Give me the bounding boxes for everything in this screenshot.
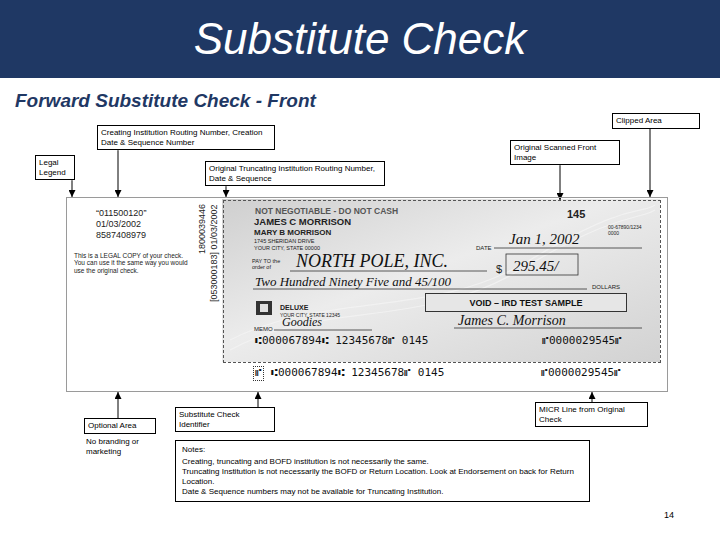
box-text: Creating Institution Routing Number, Cre… bbox=[101, 128, 271, 147]
check-text: NORTH POLE, INC. bbox=[296, 251, 448, 272]
note-text: No branding or marketing bbox=[86, 437, 158, 456]
box-text: Original Truncating Institution Routing … bbox=[209, 164, 381, 183]
check-text: MARY B MORRISON bbox=[254, 228, 331, 237]
box-text: Original Scanned Front Image bbox=[514, 143, 616, 162]
box-text: Truncating Institution is not necessaril… bbox=[182, 467, 583, 487]
callout-box: Substitute Check Identifier bbox=[175, 407, 275, 432]
check-text: 00-67890/1234 0000 bbox=[608, 225, 652, 237]
check-text: ⑆000067894⑆ 12345678⑈ 0145 bbox=[255, 335, 428, 348]
substitute-check: “011500120”01/03/20028587408979This is a… bbox=[66, 197, 668, 392]
leader-arrow bbox=[72, 180, 73, 197]
check-text: ⑈ bbox=[253, 366, 264, 381]
box-text: Notes: bbox=[182, 445, 583, 455]
amount-box bbox=[506, 254, 578, 275]
check-text: DATE bbox=[476, 245, 492, 252]
check-text: 8587408979 bbox=[96, 230, 146, 240]
callout-box: Original Truncating Institution Routing … bbox=[205, 161, 385, 186]
leader-arrow bbox=[226, 186, 227, 197]
box-text: Substitute Check Identifier bbox=[179, 410, 271, 429]
memo-line bbox=[274, 330, 372, 331]
check-text: “011500120” bbox=[96, 208, 146, 218]
check-text: JAMES C MORRISON bbox=[254, 217, 351, 228]
check-text: Jan 1, 2002 bbox=[509, 231, 579, 248]
check-text: NOT NEGOTIABLE - DO NOT CASH bbox=[255, 207, 398, 217]
leader-arrow bbox=[560, 165, 561, 200]
check-text: ⑈0000029545⑈ bbox=[542, 335, 622, 348]
title-band bbox=[0, 0, 720, 78]
box-text: Legal Legend bbox=[39, 158, 71, 177]
original-check-image: NOT NEGOTIABLE - DO NOT CASHJAMES C MORR… bbox=[223, 200, 661, 363]
box-text: Optional Area bbox=[88, 421, 152, 431]
check-text: MEMO bbox=[254, 326, 273, 333]
box-text: Creating, truncating and BOFD institutio… bbox=[182, 457, 583, 467]
bank-logo bbox=[256, 301, 272, 315]
box-text: VOID – IRD TEST SAMPLE bbox=[469, 298, 582, 308]
callout-box: Original Scanned Front Image bbox=[510, 140, 620, 165]
check-text: This is a LEGAL COPY of your check. You … bbox=[74, 252, 194, 274]
check-background bbox=[222, 199, 660, 362]
leader-arrow bbox=[118, 150, 119, 197]
check-text: YOUR CITY, STATE 00000 bbox=[254, 245, 320, 251]
check-text: Goodies bbox=[282, 316, 322, 330]
callout-box: MICR Line from Original Check bbox=[535, 402, 648, 427]
check-text: 1745 SHERIDAN DRIVE bbox=[254, 238, 315, 244]
check-lines bbox=[253, 248, 642, 330]
callout-box: Creating Institution Routing Number, Cre… bbox=[97, 125, 275, 150]
leader-arrow bbox=[118, 392, 119, 418]
check-text: James C. Morrison bbox=[458, 313, 566, 329]
check-text: 295.45/ bbox=[513, 258, 558, 275]
check-text: PAY TO the order of bbox=[252, 258, 288, 271]
check-text: 01/03/2002 bbox=[96, 219, 141, 229]
leader-arrow bbox=[258, 392, 259, 407]
subtitle: Forward Substitute Check - Front bbox=[15, 90, 316, 113]
leader-arrow bbox=[650, 129, 651, 197]
box-text: Clipped Area bbox=[616, 116, 696, 126]
check-text: ⑈0000029545⑈ bbox=[541, 367, 621, 380]
leader-arrow bbox=[592, 392, 593, 402]
void-stamp: VOID – IRD TEST SAMPLE bbox=[425, 293, 627, 312]
callout-box: Optional Area bbox=[84, 418, 156, 434]
check-text: $ bbox=[496, 263, 502, 276]
date-line bbox=[494, 248, 642, 249]
notes-box: Notes: Creating, truncating and BOFD inst… bbox=[175, 440, 590, 502]
vertical-text: 1800039446 bbox=[198, 204, 208, 254]
check-pattern bbox=[230, 205, 655, 350]
vertical-text: [053000183] 01/03/2002 bbox=[210, 204, 220, 302]
callout-box: Legal Legend bbox=[35, 155, 75, 180]
check-text: Two Hundred Ninety Five and 45/100 bbox=[255, 275, 451, 290]
check-text: 145 bbox=[567, 208, 585, 221]
box-text: MICR Line from Original Check bbox=[539, 405, 644, 424]
check-text: DOLLARS bbox=[592, 284, 620, 291]
check-text: ⑆000067894⑆ 12345678⑈ 0145 bbox=[271, 367, 444, 380]
box-text: Date & Sequence numbers may not be avail… bbox=[182, 487, 583, 497]
page-number: 14 bbox=[664, 510, 674, 521]
check-text: DELUXE bbox=[280, 304, 308, 312]
slide-title: Substitute Check bbox=[0, 14, 720, 65]
callout-box: Clipped Area bbox=[612, 113, 700, 129]
